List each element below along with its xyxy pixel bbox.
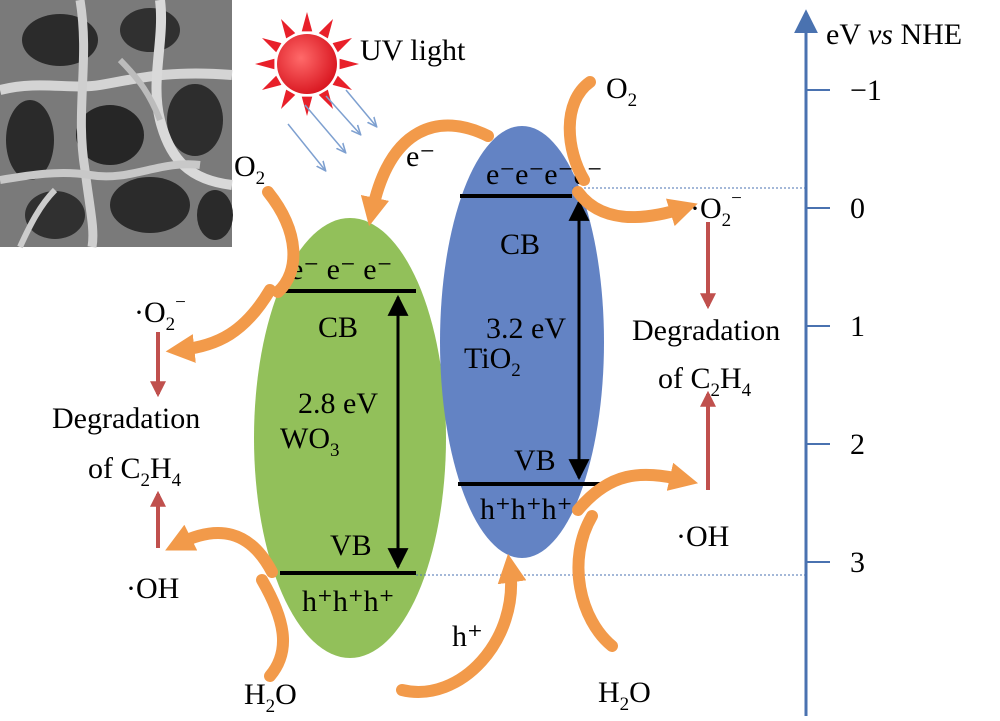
energy-tick-label: 3 (850, 546, 865, 579)
energy-tick-label: −1 (850, 74, 882, 107)
superoxide-right-label: ·O2− (690, 188, 742, 231)
electron-transfer-arrow (360, 119, 494, 227)
energy-reference-lines (416, 187, 806, 576)
degradation-right-line1: Degradation (632, 314, 780, 347)
degradation-left-line2: of C2H4 (88, 452, 182, 491)
tio2-o2-feed-arrow (563, 76, 596, 186)
wo3-cb-label: CB (318, 311, 358, 344)
sem-micrograph (0, 0, 233, 249)
sun-ray-4 (281, 89, 296, 110)
tio2-oxidation-arrow (572, 462, 699, 516)
tio2-o2-reduction-arrow (572, 186, 698, 227)
degradation-left-line1: Degradation (52, 402, 200, 435)
sun-ray-6 (255, 58, 275, 70)
degradation-arrows (150, 222, 716, 548)
tio2-holes: h⁺h⁺h⁺ (480, 493, 573, 526)
sun-ray-11 (332, 38, 353, 53)
tio2-gap-label: 3.2 eV (486, 312, 566, 345)
tio2-water-feed-arrow (572, 510, 618, 652)
wo3-o2-feed-arrow (262, 186, 300, 298)
wo3-oxidation-arrow (165, 524, 278, 578)
sun-ray-0 (339, 58, 359, 70)
sun-ray-8 (281, 18, 296, 39)
wo3-holes: h⁺h⁺h⁺ (302, 585, 395, 618)
energy-axis-label: eV vs NHE (826, 18, 962, 51)
hole-transfer-label: h⁺ (452, 620, 483, 653)
uv-light-label: UV light (360, 34, 466, 67)
degradation-right-line2: of C2H4 (658, 362, 752, 401)
hole-transfer-arrow (396, 553, 527, 698)
water-left-label: H2O (244, 678, 297, 716)
electron-transfer-label: e⁻ (406, 140, 435, 173)
hydroxyl-right-label: ·OH (676, 520, 729, 553)
wo3-gap-label: 2.8 eV (298, 387, 378, 420)
sun-ray-9 (301, 12, 313, 32)
tio2-vb-label: VB (514, 444, 556, 477)
energy-tick-label: 1 (850, 310, 865, 343)
wo3-water-feed-arrow (256, 574, 289, 682)
tio2-cb-label: CB (500, 228, 540, 261)
light-rays (287, 89, 376, 170)
water-right-label: H2O (598, 676, 651, 715)
charge-transfer-arrows (165, 76, 699, 698)
energy-tick-label: 2 (850, 428, 865, 461)
energy-axis: −1 0 1 2 3 eV vs NHE (794, 9, 962, 716)
sun-ray-1 (332, 75, 353, 90)
wo3-name: WO3 (280, 422, 339, 461)
superoxide-left-label: ·O2− (134, 292, 186, 335)
wo3-semiconductor: e⁻ e⁻ e⁻ CB 2.8 eV WO3 VB h⁺h⁺h⁺ (254, 218, 446, 658)
wo3-vb-label: VB (330, 529, 372, 562)
sun-icon (255, 12, 359, 116)
sun-ray-5 (261, 75, 282, 90)
o2-left-label: O2 (234, 150, 265, 189)
wo3-electrons: e⁻ e⁻ e⁻ (290, 253, 392, 286)
o2-right-label: O2 (606, 72, 637, 111)
tio2-name: TiO2 (464, 342, 521, 381)
energy-axis-ticks: −1 0 1 2 3 (806, 74, 882, 579)
sun-ray-10 (318, 18, 333, 39)
sun-ray-7 (261, 38, 282, 53)
energy-tick-label: 0 (850, 192, 865, 225)
hydroxyl-left-label: ·OH (126, 572, 179, 605)
wo3-o2-reduction-arrow (165, 284, 276, 363)
tio2-semiconductor: e⁻e⁻e⁻e⁻ CB 3.2 eV TiO2 VB h⁺h⁺h⁺ (440, 126, 604, 558)
sun-ray-2 (318, 89, 333, 110)
